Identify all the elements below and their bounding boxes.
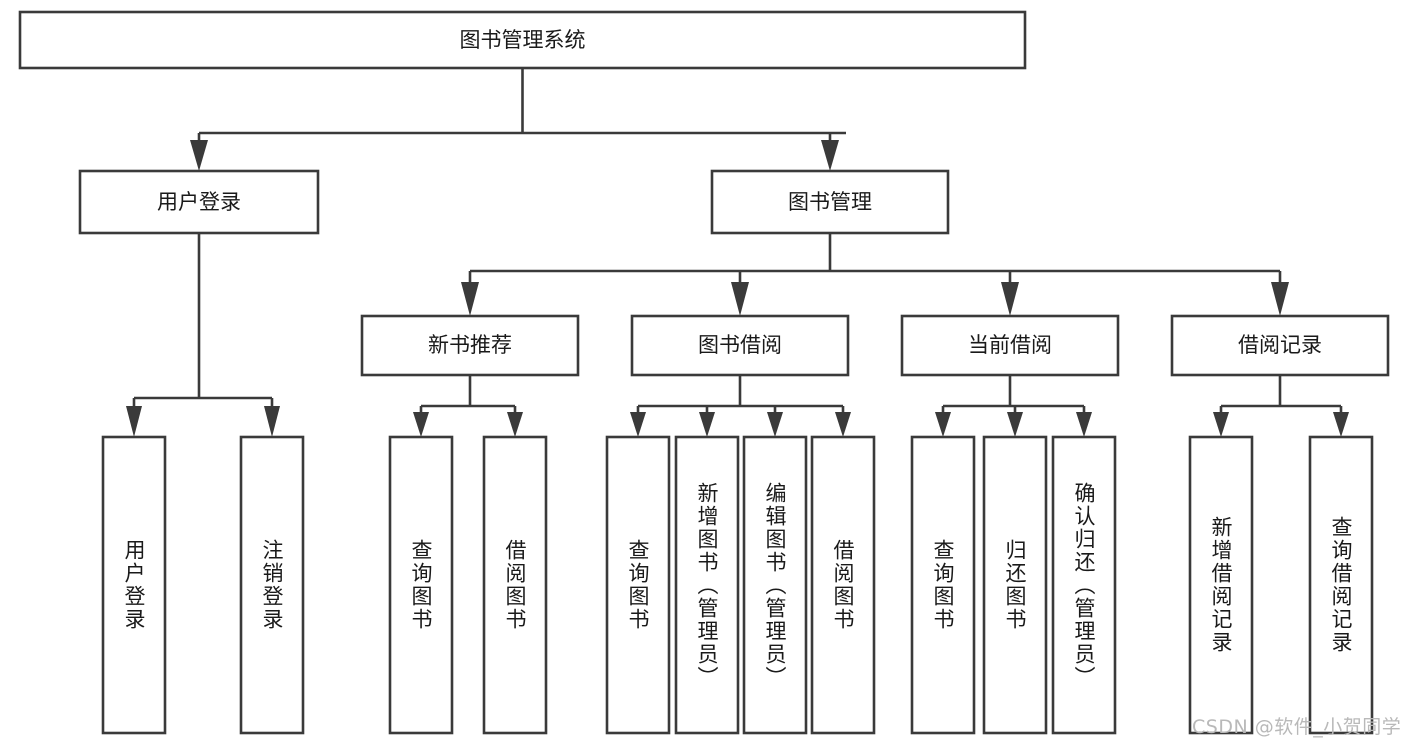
node-leaf-query-record-rect[interactable]	[1308, 435, 1374, 735]
node-leaf-query-book-3-rect[interactable]	[910, 435, 976, 735]
connector-group-new-book-rec	[413, 375, 523, 437]
node-book-manage-label: 图书管理	[788, 190, 872, 214]
csdn-watermark: CSDN @软件_小贺同学	[1192, 716, 1402, 738]
leaf-rect-group	[101, 435, 1374, 735]
node-leaf-confirm-return-rect[interactable]	[1051, 435, 1117, 735]
arrowhead-leaf-query-book-3	[935, 412, 951, 437]
node-root-label: 图书管理系统	[460, 28, 586, 52]
node-leaf-query-book-1-rect[interactable]	[388, 435, 454, 735]
node-leaf-query-book-2-rect[interactable]	[605, 435, 671, 735]
node-current-borrow-label: 当前借阅	[968, 333, 1052, 357]
node-root[interactable]: 图书管理系统	[18, 10, 1027, 70]
node-new-book-rec-rect[interactable]	[360, 314, 580, 377]
arrowhead-leaf-query-book-2	[630, 412, 646, 437]
node-leaf-borrow-book-1-rect[interactable]	[482, 435, 548, 735]
node-borrow-record-rect[interactable]	[1170, 314, 1390, 377]
node-root-rect[interactable]	[18, 10, 1027, 70]
node-book-borrow-label: 图书借阅	[698, 333, 782, 357]
node-new-book-rec-label: 新书推荐	[428, 333, 512, 357]
node-leaf-user-login-rect[interactable]	[101, 435, 167, 735]
node-leaf-add-record-rect[interactable]	[1188, 435, 1254, 735]
arrowhead-leaf-query-record	[1333, 412, 1349, 437]
node-new-book-rec[interactable]: 新书推荐	[360, 314, 580, 377]
node-book-manage[interactable]: 图书管理	[710, 169, 950, 235]
node-borrow-record[interactable]: 借阅记录	[1170, 314, 1390, 377]
arrowhead-leaf-user-logout	[264, 406, 280, 437]
arrowhead-leaf-confirm-return	[1076, 412, 1092, 437]
connector-group-book-borrow	[630, 375, 851, 437]
node-book-borrow[interactable]: 图书借阅	[630, 314, 850, 377]
arrowhead-leaf-edit-book	[767, 412, 783, 437]
arrowhead-leaf-borrow-book-1	[507, 412, 523, 437]
node-current-borrow-rect[interactable]	[900, 314, 1120, 377]
node-book-borrow-rect[interactable]	[630, 314, 850, 377]
arrowhead-book-borrow	[731, 282, 749, 316]
node-leaf-add-book-rect[interactable]	[674, 435, 740, 735]
connector-group-root	[190, 68, 846, 171]
connector-group-book-manage	[461, 233, 1289, 316]
node-current-borrow[interactable]: 当前借阅	[900, 314, 1120, 377]
arrowhead-book-manage	[821, 140, 839, 171]
arrowhead-leaf-query-book-1	[413, 412, 429, 437]
node-user-login-label: 用户登录	[157, 190, 241, 214]
node-user-login[interactable]: 用户登录	[78, 169, 320, 235]
node-leaf-return-book-rect[interactable]	[982, 435, 1048, 735]
arrowhead-user-login	[190, 140, 208, 171]
arrowhead-current-borrow	[1001, 282, 1019, 316]
arrowhead-new-book-rec	[461, 282, 479, 316]
arrowhead-leaf-add-record	[1213, 412, 1229, 437]
arrowhead-leaf-return-book	[1007, 412, 1023, 437]
arrowhead-leaf-add-book	[699, 412, 715, 437]
connector-group-user-login	[126, 233, 280, 437]
node-leaf-user-logout-rect[interactable]	[239, 435, 305, 735]
arrowhead-leaf-borrow-book-2	[835, 412, 851, 437]
connector-group-borrow-record	[1213, 375, 1349, 437]
arrowhead-borrow-record	[1271, 282, 1289, 316]
node-book-manage-rect[interactable]	[710, 169, 950, 235]
node-borrow-record-label: 借阅记录	[1238, 333, 1322, 357]
connector-group-current-borrow	[935, 375, 1092, 437]
node-leaf-borrow-book-2-rect[interactable]	[810, 435, 876, 735]
node-leaf-edit-book-rect[interactable]	[742, 435, 808, 735]
arrowhead-leaf-user-login	[126, 406, 142, 437]
node-user-login-rect[interactable]	[78, 169, 320, 235]
